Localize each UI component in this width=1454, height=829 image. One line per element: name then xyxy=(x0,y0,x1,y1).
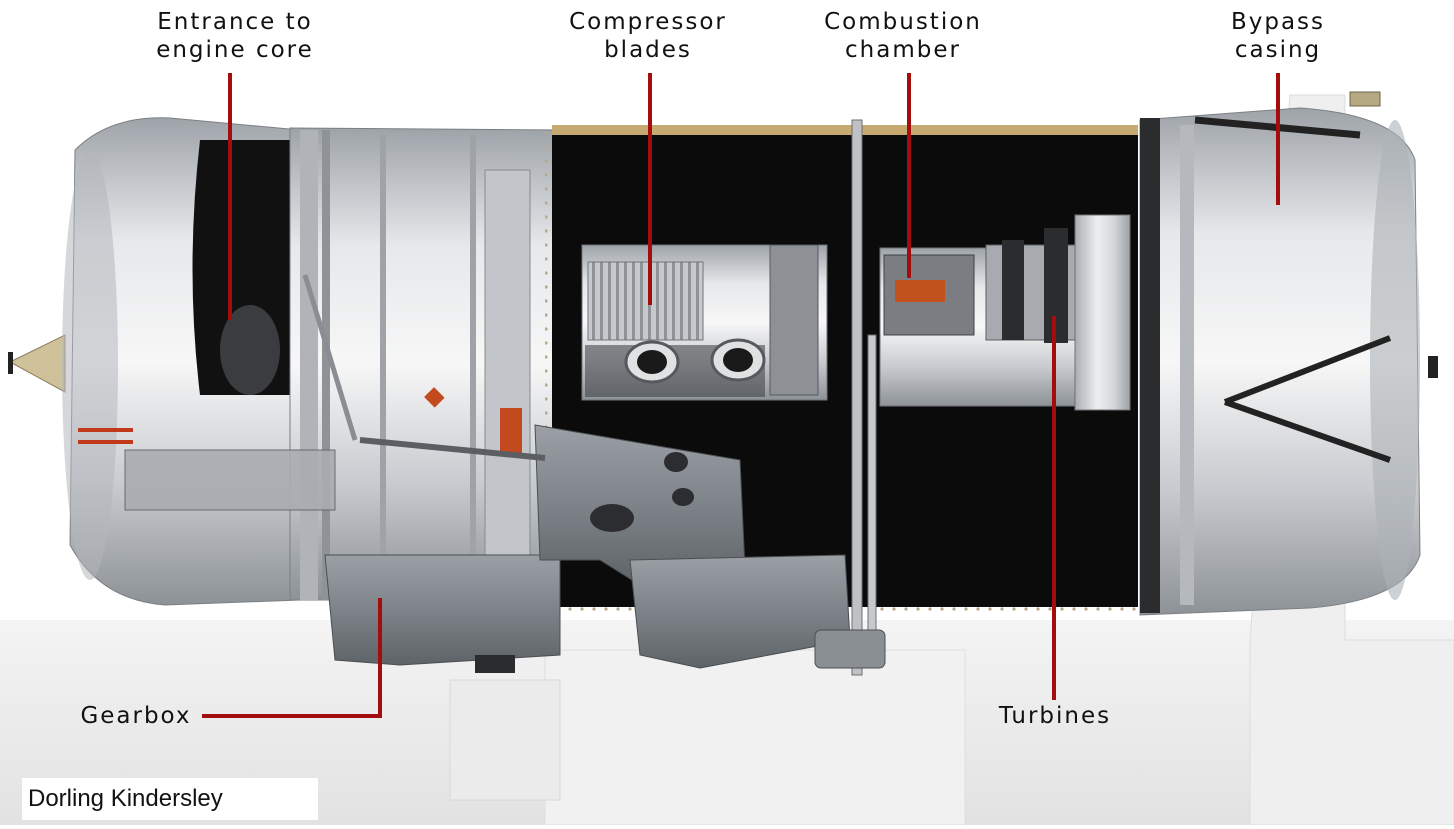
label-combustion-line-1: Combustion xyxy=(824,9,982,35)
label-combustion-line-2: chamber xyxy=(845,37,961,63)
label-compressor-blades: Compressor blades xyxy=(548,8,748,64)
label-gearbox: Gearbox xyxy=(80,703,192,729)
turbine-blades xyxy=(1002,240,1024,340)
bypass-casing xyxy=(1139,107,1421,616)
stand-center xyxy=(544,649,966,826)
label-entrance-to-engine-core: Entrance to engine core xyxy=(140,8,330,64)
gearbox-body xyxy=(324,554,561,666)
label-bypass-line-1: Bypass xyxy=(1230,9,1326,35)
label-compressor-line-1: Compressor xyxy=(569,9,727,35)
stand-block xyxy=(449,679,561,801)
label-combustion-chamber: Combustion chamber xyxy=(803,8,1003,64)
label-bypass-line-2: casing xyxy=(1234,37,1322,63)
fuel-unit xyxy=(629,554,851,669)
label-bypass-casing: Bypass casing xyxy=(1208,8,1348,64)
label-turbines: Turbines xyxy=(998,703,1112,729)
label-compressor-line-2: blades xyxy=(604,37,692,63)
nose-cone xyxy=(8,334,66,393)
image-credit: Dorling Kindersley xyxy=(22,778,318,820)
label-entrance-line-1: Entrance to xyxy=(157,9,313,35)
compressor-blades xyxy=(587,261,704,341)
label-entrance-line-2: engine core xyxy=(156,37,314,63)
leader-gearbox xyxy=(202,598,382,718)
